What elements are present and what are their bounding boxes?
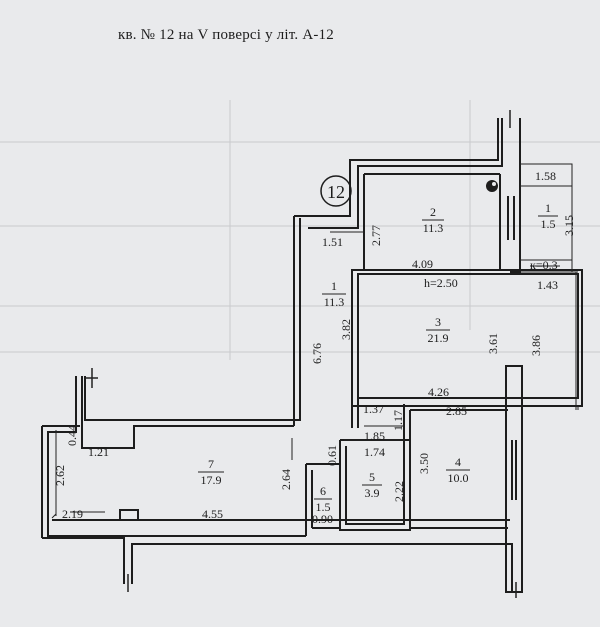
balcony-area: 1.5 bbox=[541, 217, 556, 231]
dim-2-19: 2.19 bbox=[62, 507, 83, 521]
dim-0-44: 0.44 bbox=[65, 425, 79, 446]
dim-0-61: 0.61 bbox=[325, 445, 339, 466]
dim-4-09: 4.09 bbox=[412, 257, 433, 271]
dim-3-50: 3.50 bbox=[417, 453, 431, 474]
dim-1-85: 1.85 bbox=[364, 429, 385, 443]
room-4-number: 4 bbox=[455, 455, 461, 469]
dim-2-85: 2.85 bbox=[446, 404, 467, 418]
walls bbox=[41, 118, 583, 593]
dim-1-58: 1.58 bbox=[535, 169, 556, 183]
dim-2-22: 2.22 bbox=[392, 481, 406, 502]
room-labels: 2 11.3 1 1.5 1 11.3 3 21.9 4 10.0 5 3.9 … bbox=[198, 201, 558, 514]
room-5-area: 3.9 bbox=[365, 486, 380, 500]
balcony-number: 1 bbox=[545, 201, 551, 215]
room-5-number: 5 bbox=[369, 470, 375, 484]
plan-title: кв. № 12 на V поверсі у літ. А-12 bbox=[118, 27, 334, 43]
riser-icon bbox=[486, 180, 498, 192]
dim-3-82: 3.82 bbox=[339, 319, 353, 340]
dim-4-55: 4.55 bbox=[202, 507, 223, 521]
balcony bbox=[520, 163, 579, 410]
dim-2-64: 2.64 bbox=[279, 469, 293, 490]
room-7-area: 17.9 bbox=[201, 473, 222, 487]
dim-1-37: 1.37 bbox=[363, 402, 384, 416]
dim-3-61: 3.61 bbox=[486, 333, 500, 354]
dim-2-62: 2.62 bbox=[53, 465, 67, 486]
room-1-area: 11.3 bbox=[324, 295, 345, 309]
dim-4-26: 4.26 bbox=[428, 385, 449, 399]
apartment-circle bbox=[320, 175, 352, 207]
apartment-number: 12 bbox=[327, 182, 345, 202]
room-2-number: 2 bbox=[430, 205, 436, 219]
dim-1-21: 1.21 bbox=[88, 445, 109, 459]
dim-3-15: 3.15 bbox=[562, 215, 576, 236]
dim-1-43: 1.43 bbox=[537, 278, 558, 292]
room-3-area: 21.9 bbox=[428, 331, 449, 345]
dim-2-77: 2.77 bbox=[369, 225, 383, 246]
dimension-lines bbox=[51, 231, 560, 519]
room-1-number: 1 bbox=[331, 279, 337, 293]
dimension-labels: 1.58 3.15 2.77 1.51 4.09 1.43 6.76 3.82 … bbox=[53, 169, 576, 526]
ceiling-height: h=2.50 bbox=[424, 276, 458, 290]
room-4-area: 10.0 bbox=[448, 471, 469, 485]
room-2-area: 11.3 bbox=[423, 221, 444, 235]
dim-0-90: 0.90 bbox=[312, 512, 333, 526]
entry-markers bbox=[86, 110, 517, 598]
dim-1-51: 1.51 bbox=[322, 235, 343, 249]
dim-1-74: 1.74 bbox=[364, 445, 385, 459]
room-3-number: 3 bbox=[435, 315, 441, 329]
dim-3-86: 3.86 bbox=[529, 335, 543, 356]
room-6-number: 6 bbox=[320, 484, 326, 498]
dim-1-17: 1.17 bbox=[391, 410, 405, 431]
room-7-number: 7 bbox=[208, 457, 214, 471]
dim-6-76: 6.76 bbox=[310, 343, 324, 364]
balcony-coefficient: к=0.3 bbox=[530, 258, 558, 272]
room-6-area: 1.5 bbox=[316, 500, 331, 514]
